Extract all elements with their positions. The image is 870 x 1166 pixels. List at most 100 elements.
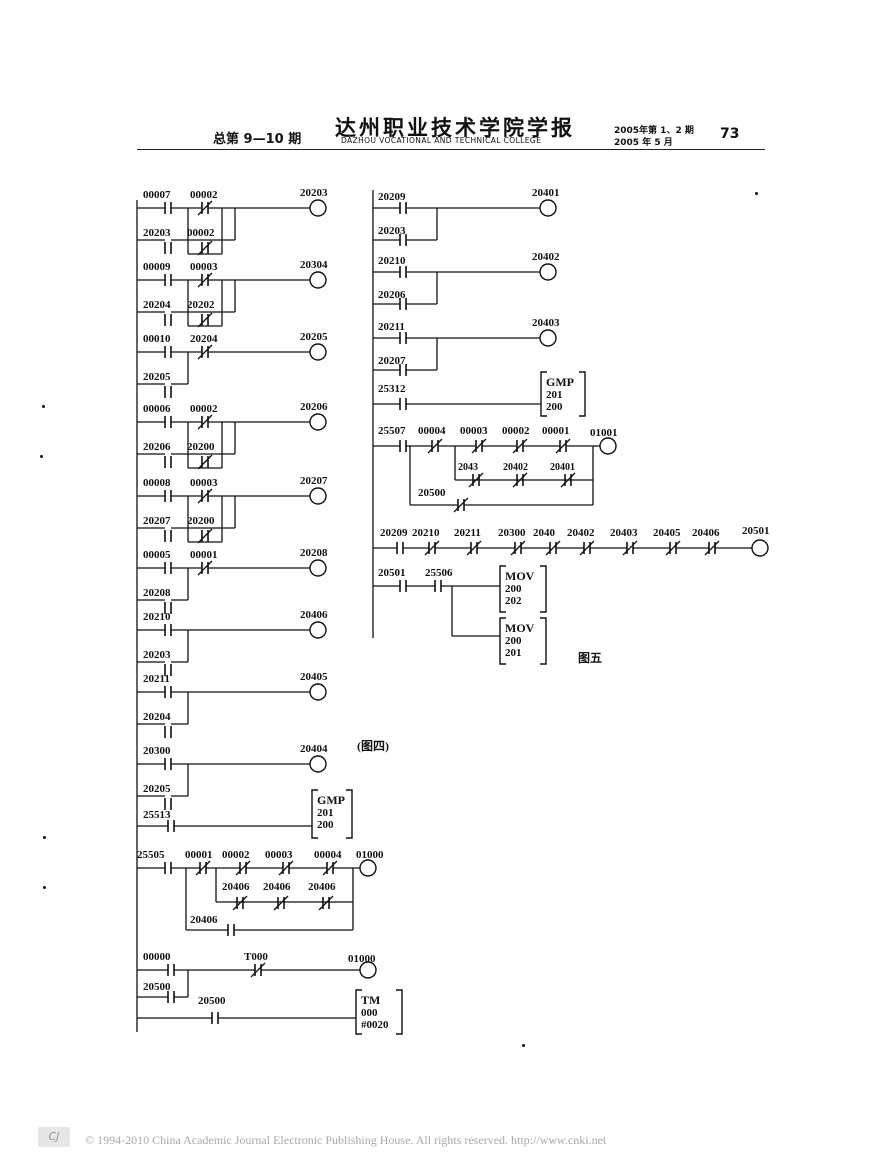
coil-20203: [309, 199, 327, 217]
gmp-box-left-text: GMP: [317, 793, 345, 807]
device-label: 20207: [378, 355, 406, 367]
device-label: 00002: [190, 403, 218, 415]
mov-box-1-text: 200: [505, 583, 522, 595]
coil-20406: [309, 621, 327, 639]
figure-4-caption: (图四): [357, 739, 389, 753]
device-label: 20206: [300, 401, 328, 413]
contact-00002-slash: [235, 860, 251, 876]
device-label: 00001: [542, 425, 570, 437]
contact-00002-slash: [197, 414, 213, 430]
contact-20406-slash: [232, 895, 248, 911]
device-label: 20205: [143, 371, 171, 383]
contact-00002-slash: [512, 438, 528, 454]
device-label: 25507: [378, 425, 406, 437]
device-label: 20204: [190, 333, 218, 345]
coil-20207: [309, 487, 327, 505]
device-label: 20500: [143, 981, 171, 993]
device-label: 00004: [418, 425, 446, 437]
tm-box: [355, 989, 403, 1035]
device-label: 00003: [190, 261, 218, 273]
coil-01000: [359, 859, 377, 877]
coil-20401: [539, 199, 557, 217]
issue-date-line2: 2005 年 5 月: [614, 138, 673, 148]
device-label: 20204: [143, 711, 171, 723]
contact-20202-slash: [197, 312, 213, 328]
mov-box-2-text: 200: [505, 635, 522, 647]
device-label: 20206: [378, 289, 406, 301]
device-label: 20406: [263, 881, 291, 893]
mov-box-1-text: MOV: [505, 569, 535, 583]
contact-20402-slash: [579, 540, 595, 556]
contact-20406-slash: [318, 895, 334, 911]
journal-title: 达州职业技术学院学报: [335, 115, 575, 140]
contact-20500-slash: [453, 497, 469, 513]
device-label: 00002: [187, 227, 215, 239]
device-label: 00001: [190, 549, 218, 561]
device-label: 20501: [742, 525, 770, 537]
contact-00003-slash: [471, 438, 487, 454]
device-label: 20209: [378, 191, 406, 203]
scan-speck: [43, 886, 46, 889]
device-label: 20404: [300, 743, 328, 755]
cnki-logo: CJ: [38, 1127, 70, 1147]
tm-box-text: #0020: [361, 1019, 389, 1031]
device-label: 20405: [300, 671, 328, 683]
device-label: 00006: [143, 403, 171, 415]
device-label: 00002: [502, 425, 530, 437]
device-label: 25506: [425, 567, 453, 579]
contact-00001-slash: [555, 438, 571, 454]
device-label: 00003: [190, 477, 218, 489]
contact-00002-slash: [197, 240, 213, 256]
contact-00001-slash: [195, 860, 211, 876]
coil-20304: [309, 271, 327, 289]
coil-20404: [309, 755, 327, 773]
mov-box-2-text: 201: [505, 647, 522, 659]
journal-subtitle: DAZHOU VOCATIONAL AND TECHNICAL COLLEGE: [341, 136, 542, 145]
issue-year-line1: 2005年第 1、2 期: [614, 126, 694, 136]
device-label: 20203: [300, 187, 328, 199]
device-label: 00003: [265, 849, 293, 861]
coil-20208: [309, 559, 327, 577]
device-label: 2040: [533, 527, 556, 539]
device-label: 20211: [454, 527, 481, 539]
scan-speck: [522, 1044, 525, 1047]
device-label: 25505: [137, 849, 165, 861]
device-label: 25312: [378, 383, 406, 395]
scan-speck: [755, 192, 758, 195]
device-label: 20208: [300, 547, 328, 559]
device-label: 20203: [143, 649, 171, 661]
contact-T000-slash: [250, 962, 266, 978]
device-label: 2043: [458, 462, 478, 473]
device-label: 00008: [143, 477, 171, 489]
mov-box-1-text: 202: [505, 595, 522, 607]
coil-20403: [539, 329, 557, 347]
device-label: 00000: [143, 951, 171, 963]
header-rule: [137, 149, 765, 150]
copyright-footer: © 1994-2010 China Academic Journal Elect…: [85, 1133, 607, 1147]
device-label: 20206: [143, 441, 171, 453]
device-label: 00007: [143, 189, 171, 201]
contact-00004-slash: [427, 438, 443, 454]
device-label: 20401: [532, 187, 560, 199]
device-label: 20501: [378, 567, 406, 579]
device-label: 20402: [503, 462, 528, 473]
device-label: 00004: [314, 849, 342, 861]
gmp-box-right-text: 201: [546, 389, 563, 401]
coil-20402: [539, 263, 557, 281]
device-label: 20300: [498, 527, 526, 539]
device-label: 00002: [222, 849, 250, 861]
scan-speck: [42, 405, 45, 408]
device-label: 20205: [300, 331, 328, 343]
contact-00002-slash: [197, 200, 213, 216]
gmp-box-left-text: 201: [317, 807, 334, 819]
contact-00003-slash: [197, 488, 213, 504]
contact-00003-slash: [197, 272, 213, 288]
device-label: 20203: [378, 225, 406, 237]
gmp-box-left: [311, 789, 353, 839]
device-label: 20210: [378, 255, 406, 267]
device-label: 20211: [143, 673, 170, 685]
contact-20406-slash: [273, 895, 289, 911]
contact-20200-slash: [197, 528, 213, 544]
device-label: 20406: [222, 881, 250, 893]
